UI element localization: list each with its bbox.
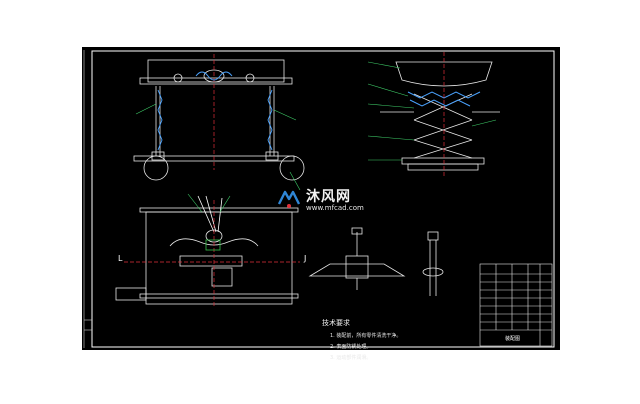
top-view-leaders bbox=[187, 193, 231, 213]
top-view-rail-bottom bbox=[139, 293, 299, 299]
watermark: 沐风网 www.mfcad.com bbox=[276, 184, 376, 224]
top-view-shaft bbox=[179, 255, 243, 267]
chain-right bbox=[267, 89, 273, 151]
notes-line: 3. 运动部件润滑。 bbox=[330, 355, 372, 361]
scissor-arms bbox=[413, 93, 473, 159]
notes-line: 2. 表面防锈处理。 bbox=[330, 344, 372, 350]
detail-small-head bbox=[427, 231, 439, 241]
top-view-gearbox bbox=[211, 267, 233, 287]
notes-line: 1. 装配前，所有零件清洗干净。 bbox=[330, 333, 402, 339]
front-view-wheel bbox=[279, 155, 305, 181]
detail-view-small bbox=[422, 231, 444, 296]
brand-logo-icon bbox=[277, 190, 301, 208]
title-block-frame bbox=[479, 263, 553, 347]
top-view-coupling bbox=[205, 239, 221, 251]
chain-left bbox=[157, 89, 163, 151]
chain-top bbox=[195, 71, 233, 81]
detail-view-j bbox=[308, 227, 406, 290]
drawing-frame bbox=[91, 50, 555, 348]
technical-notes: 技术要求 1. 装配前，所有零件清洗干净。 2. 表面防锈处理。 3. 运动部件… bbox=[322, 318, 412, 365]
section-label-left: L bbox=[118, 254, 123, 263]
front-view-chain bbox=[157, 71, 273, 151]
detail-small-collar bbox=[422, 267, 444, 277]
front-view-platform bbox=[139, 77, 293, 85]
lift-leaders bbox=[367, 61, 497, 161]
top-view-side-block bbox=[115, 287, 147, 301]
front-view-leaders bbox=[135, 103, 301, 191]
watermark-brand: 沐风网 bbox=[306, 189, 351, 205]
front-view-foot bbox=[151, 151, 165, 161]
title-block bbox=[479, 263, 553, 347]
detail-j-bracket bbox=[308, 263, 406, 277]
hydraulic-hose bbox=[409, 99, 471, 107]
notes-title: 技术要求 bbox=[322, 319, 350, 327]
front-view-bolt bbox=[173, 73, 183, 83]
lift-top-tray bbox=[395, 61, 493, 87]
top-view-rail-top bbox=[139, 207, 299, 213]
watermark-url: www.mfcad.com bbox=[306, 204, 364, 212]
lift-base-plinth bbox=[407, 163, 479, 171]
title-block-name: 装配图 bbox=[505, 336, 521, 342]
section-label-right: J bbox=[304, 254, 307, 263]
detail-j-cap bbox=[351, 227, 363, 235]
front-view-bolt bbox=[245, 73, 255, 83]
scissor-lift-view bbox=[380, 61, 500, 171]
front-view-wheel bbox=[143, 155, 169, 181]
drawing-sheet bbox=[82, 47, 560, 350]
front-view-foot bbox=[265, 151, 279, 161]
